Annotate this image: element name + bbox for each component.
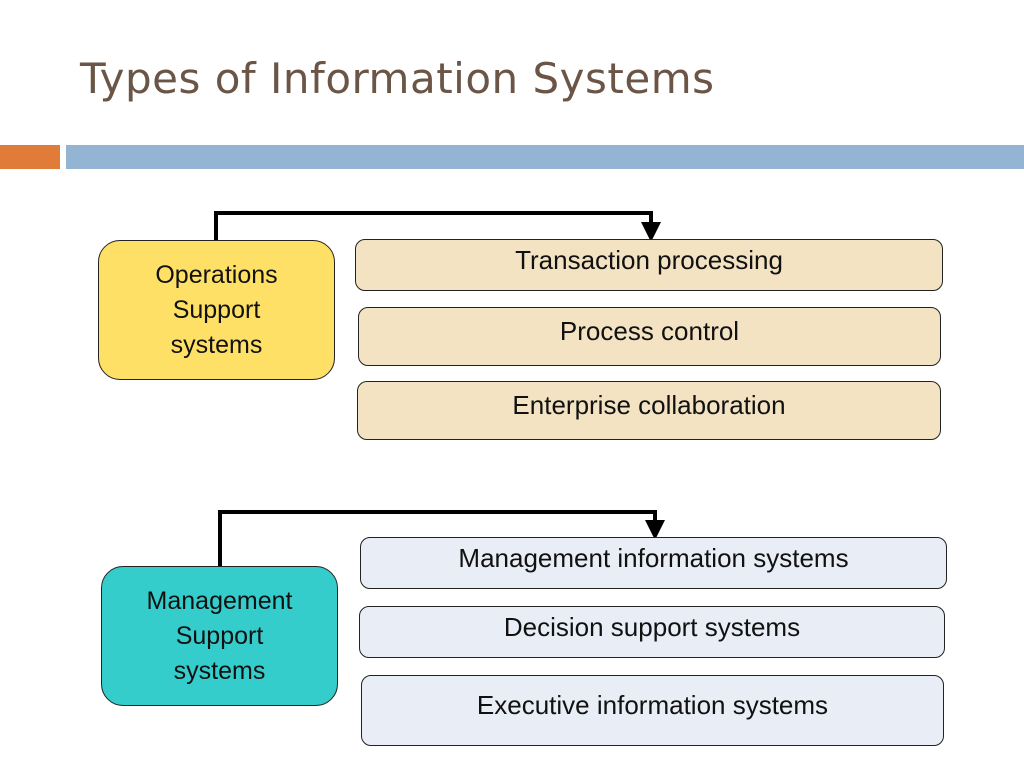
executive-information-systems-box: Executive information systems bbox=[361, 675, 944, 746]
management-information-systems-box: Management information systems bbox=[360, 537, 947, 589]
decision-support-systems-box: Decision support systems bbox=[359, 606, 945, 658]
title-accent-bar bbox=[0, 145, 60, 169]
process-control-box: Process control bbox=[358, 307, 941, 366]
management-support-systems-box: Management Support systems bbox=[101, 566, 338, 706]
slide-title: Types of Information Systems bbox=[80, 54, 715, 103]
transaction-processing-box: Transaction processing bbox=[355, 239, 943, 291]
enterprise-collaboration-box: Enterprise collaboration bbox=[357, 381, 941, 440]
operations-connector-arrow bbox=[214, 211, 661, 242]
management-connector-arrow bbox=[218, 510, 665, 566]
operations-support-systems-box: Operations Support systems bbox=[98, 240, 335, 380]
title-divider-bar bbox=[66, 145, 1024, 169]
